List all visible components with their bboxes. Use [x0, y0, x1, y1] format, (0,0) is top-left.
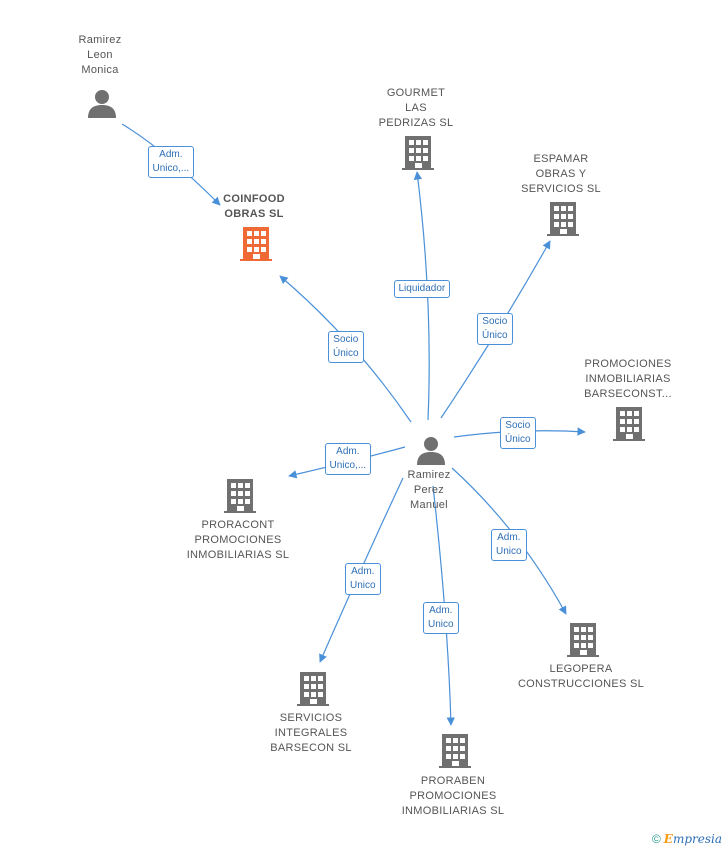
building-icon-promociones_barseconst[interactable]	[613, 407, 645, 441]
node-label-line: PRORABEN	[420, 775, 486, 787]
edge-label-line: Adm.	[429, 605, 453, 616]
edge-label-legopera[interactable]: Adm. Unico	[491, 529, 527, 561]
node-label-coinfood[interactable]: COINFOOD OBRAS SL	[174, 192, 334, 222]
node-label-espamar[interactable]: ESPAMAR OBRAS Y SERVICIOS SL	[481, 152, 641, 197]
building-icon-legopera[interactable]	[567, 623, 599, 657]
person-icon-ramirez_perez_manuel[interactable]	[417, 437, 445, 465]
node-label-line: Ramirez	[78, 34, 122, 46]
edge-label-servicios_integrales[interactable]: Adm. Unico	[345, 563, 381, 595]
node-label-proraben[interactable]: PRORABEN PROMOCIONES INMOBILIARIAS SL	[373, 774, 533, 819]
edge-label-line: Adm.	[351, 566, 375, 577]
edge-label-line: Adm.	[497, 532, 521, 543]
edge-label-line: Único	[333, 348, 359, 359]
node-label-line: LEGOPERA	[549, 663, 613, 675]
empresia-brand: ©Empresia	[652, 832, 722, 846]
node-label-line: PEDRIZAS SL	[378, 117, 454, 129]
edge-label-proraben[interactable]: Adm. Unico	[423, 602, 459, 634]
node-label-proracont[interactable]: PRORACONT PROMOCIONES INMOBILIARIAS SL	[158, 518, 318, 563]
node-label-line: BARSECONST...	[584, 388, 672, 400]
building-icon-proraben[interactable]	[439, 734, 471, 768]
edge-label-line: Socio	[482, 316, 508, 327]
node-label-line: INMOBILIARIAS SL	[401, 805, 505, 817]
brand-rest: mpresia	[672, 832, 722, 846]
edge-label-line: Único	[482, 330, 508, 341]
node-label-line: Ramirez	[407, 469, 451, 481]
node-label-gourmet[interactable]: GOURMET LAS PEDRIZAS SL	[336, 86, 496, 131]
node-label-line: BARSECON SL	[270, 742, 352, 754]
edge-label-gourmet[interactable]: Liquidador	[393, 280, 451, 298]
edge-label-line: Unico,...	[329, 460, 367, 471]
brand-initial: E	[663, 832, 673, 846]
node-label-line: SERVICIOS SL	[521, 183, 601, 195]
person-icon-ramirez_leon_monica[interactable]	[88, 90, 116, 118]
building-icon-proracont[interactable]	[224, 479, 256, 513]
node-label-line: PRORACONT	[201, 519, 275, 531]
building-icon-gourmet[interactable]	[402, 136, 434, 170]
node-label-line: INMOBILIARIAS	[585, 373, 671, 385]
building-icon-espamar[interactable]	[547, 202, 579, 236]
node-label-line: CONSTRUCCIONES SL	[517, 678, 645, 690]
edge-label-line: Unico	[428, 619, 454, 630]
node-label-line: Manuel	[410, 499, 448, 511]
node-label-line: OBRAS Y	[535, 168, 587, 180]
node-label-line: LAS	[405, 102, 427, 114]
node-label-line: ESPAMAR	[533, 153, 589, 165]
building-icon-coinfood[interactable]	[240, 227, 272, 261]
node-label-line: GOURMET	[386, 87, 446, 99]
node-label-line: PROMOCIONES	[584, 358, 672, 370]
node-label-line: PROMOCIONES	[409, 790, 497, 802]
copyright-symbol: ©	[651, 832, 661, 846]
node-label-promociones_barseconst[interactable]: PROMOCIONES INMOBILIARIAS BARSECONST...	[548, 357, 708, 402]
edge-ramirez_perez_manuel-to-gourmet	[413, 171, 430, 421]
edge-label-line: Socio	[505, 420, 531, 431]
node-label-line: PROMOCIONES	[194, 534, 282, 546]
edge-label-line: Adm.	[336, 446, 360, 457]
edge-label-line: Unico	[496, 546, 522, 557]
node-label-line: Perez	[413, 484, 445, 496]
node-label-legopera[interactable]: LEGOPERA CONSTRUCCIONES SL	[501, 662, 661, 692]
node-label-line: INTEGRALES	[274, 727, 348, 739]
edge-label-line: Unico,...	[152, 163, 190, 174]
building-icon-servicios_integrales[interactable]	[297, 672, 329, 706]
edge-label-proracont[interactable]: Adm. Unico,...	[324, 443, 372, 475]
node-label-line: COINFOOD	[223, 193, 285, 205]
node-label-line: SERVICIOS	[279, 712, 343, 724]
node-label-line: INMOBILIARIAS SL	[186, 549, 290, 561]
edge-label-line: Socio	[333, 334, 359, 345]
edge-label-coinfood[interactable]: Adm. Unico,...	[147, 146, 195, 178]
node-label-line: OBRAS SL	[224, 208, 284, 220]
edge-label-line: Único	[505, 434, 531, 445]
edge-label-line: Liquidador	[398, 283, 446, 294]
edge-label-line: Unico	[350, 580, 376, 591]
node-label-line: Leon	[87, 49, 113, 61]
node-label-line: Monica	[81, 64, 119, 76]
node-label-servicios_integrales[interactable]: SERVICIOS INTEGRALES BARSECON SL	[231, 711, 391, 756]
edge-label-line: Adm.	[159, 149, 183, 160]
